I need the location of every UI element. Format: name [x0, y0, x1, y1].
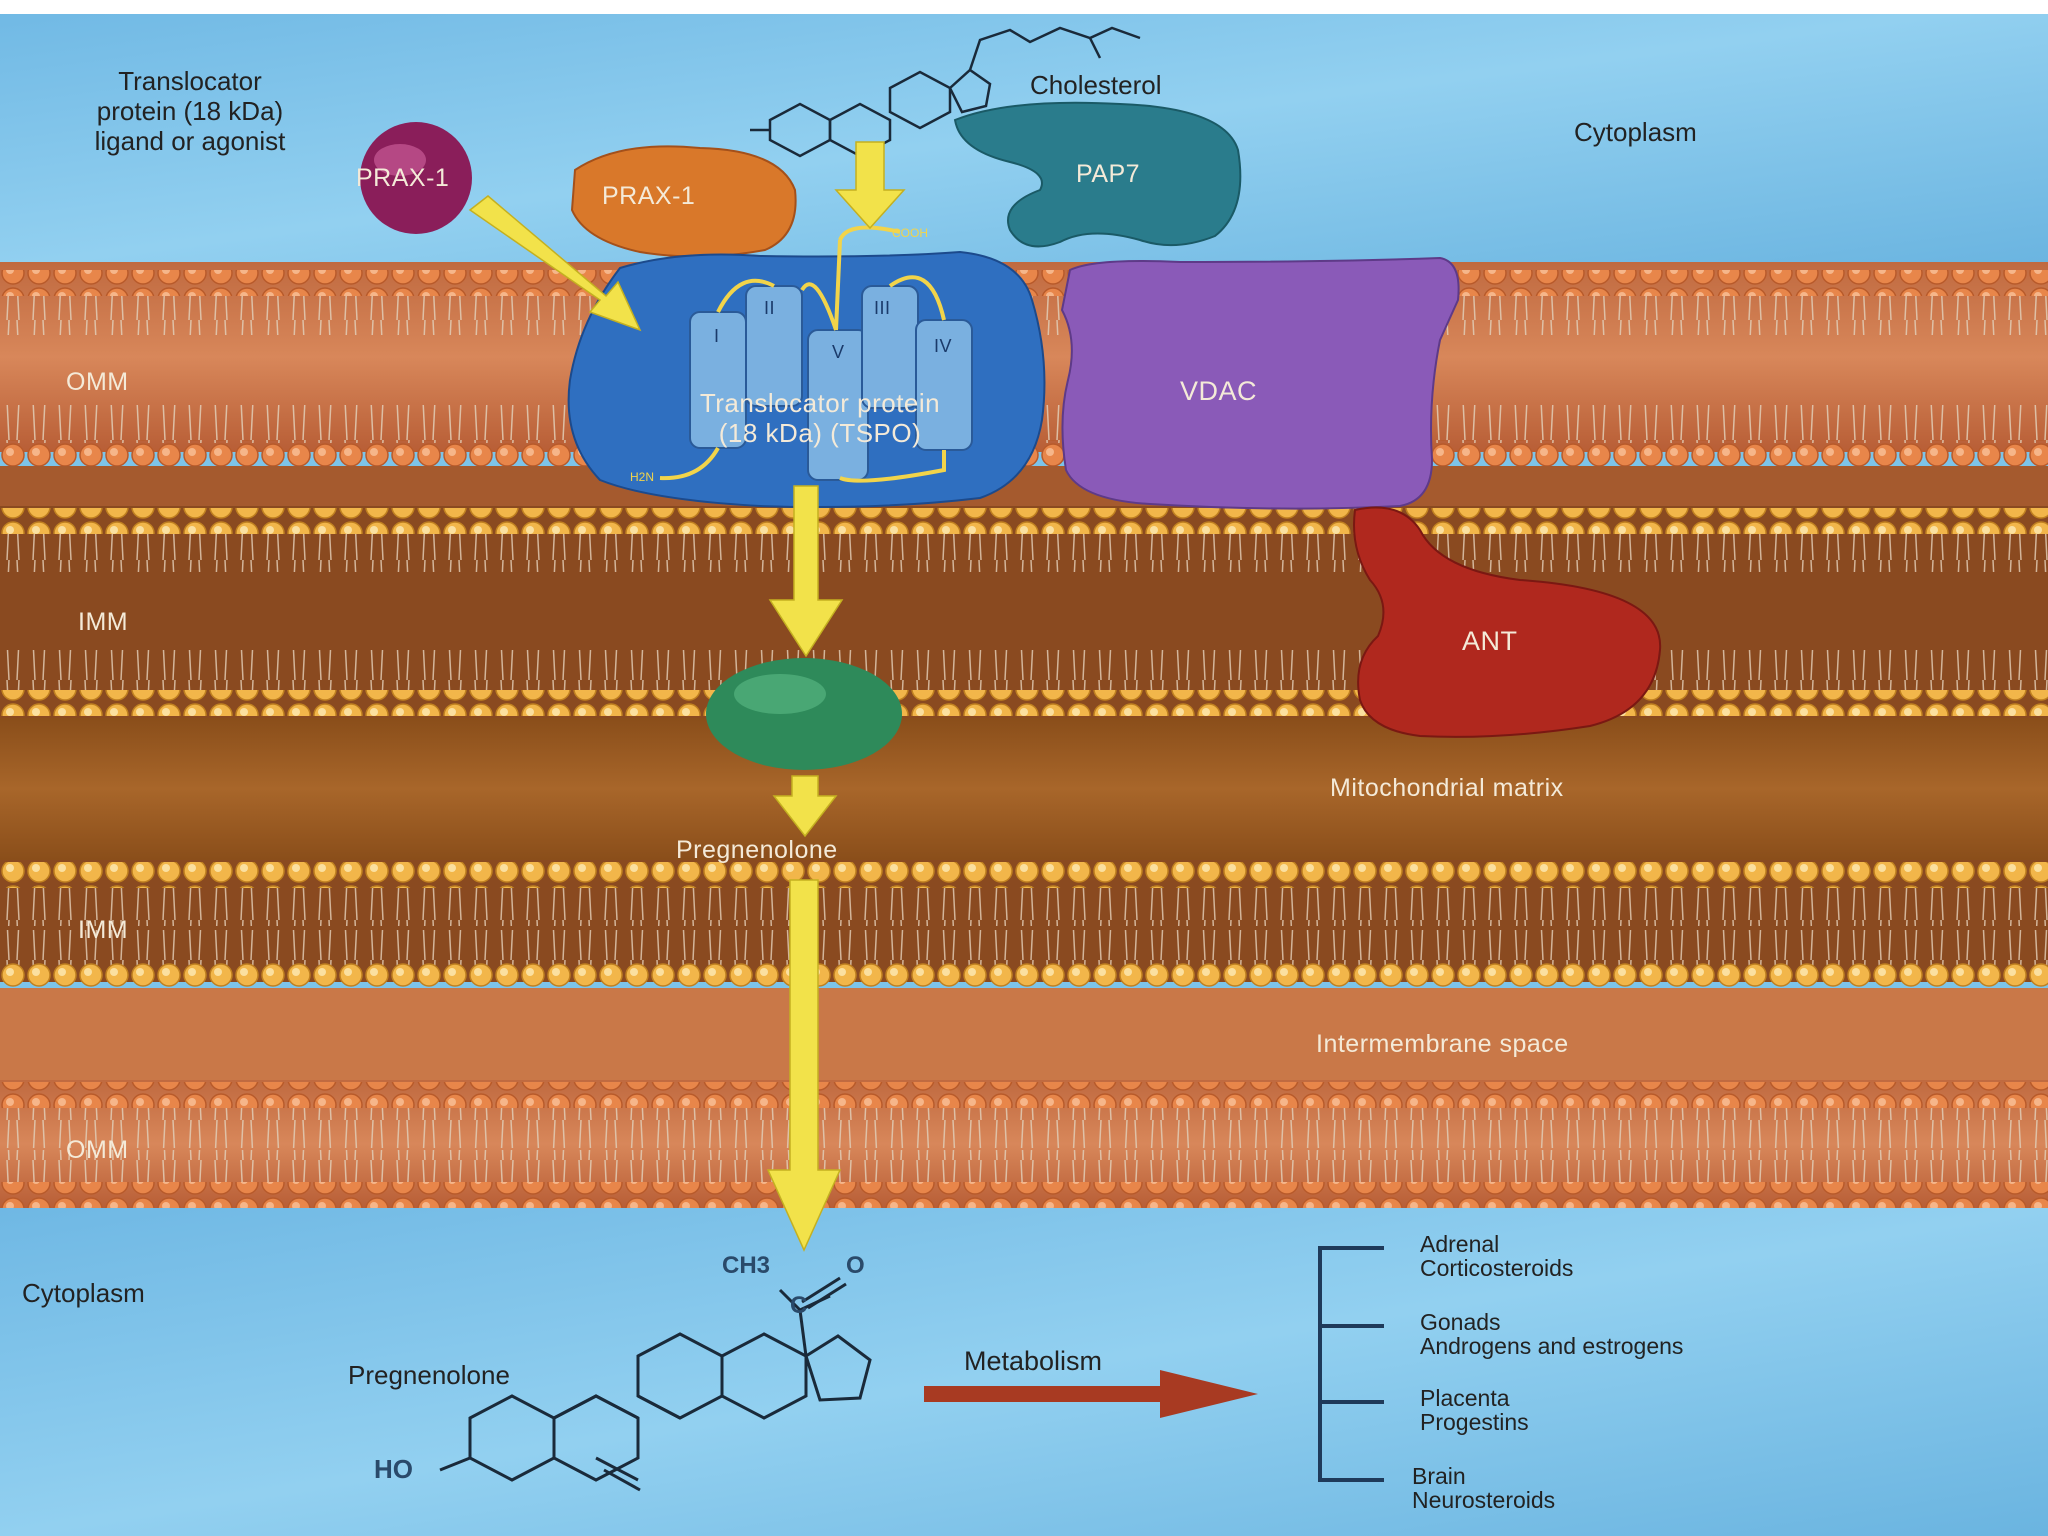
output-organ: Gonads	[1420, 1309, 1501, 1335]
output-product: Corticosteroids	[1420, 1255, 1574, 1281]
cytoplasm-top-label: Cytoplasm	[1574, 117, 1697, 147]
intermembrane-label: Intermembrane space	[1316, 1030, 1569, 1058]
nh2-label: H2N	[630, 470, 655, 484]
output-item: Brain Neurosteroids	[1412, 1464, 1555, 1512]
enzyme-sphere	[706, 658, 902, 770]
cholesterol-arrow	[834, 141, 906, 230]
prax1-blob	[570, 145, 797, 258]
cytoplasm-bottom-label: Cytoplasm	[22, 1278, 145, 1308]
output-item: Adrenal Corticosteroids	[1420, 1232, 1573, 1280]
tspo-line-1: Translocator protein	[699, 388, 941, 418]
output-bracket	[1318, 1246, 1384, 1482]
enzyme-to-pregnenolone-arrow	[772, 775, 838, 838]
ant-label: ANT	[1462, 626, 1518, 656]
omm-bottom-label: OMM	[66, 1136, 129, 1164]
output-organ: Brain	[1412, 1463, 1466, 1489]
o-atom-label: O	[846, 1252, 865, 1279]
output-organ: Placenta	[1420, 1385, 1510, 1411]
pap7-label: PAP7	[1076, 160, 1141, 188]
prax1-ball-label: PRAX-1	[356, 164, 450, 192]
helix-iii: III	[874, 298, 891, 318]
cooh-label: COOH	[892, 226, 928, 240]
matrix-label: Mitochondrial matrix	[1330, 774, 1564, 802]
helix-iv: IV	[934, 336, 953, 356]
pregnenolone-struct-label: Pregnenolone	[348, 1360, 510, 1390]
pap7-protein	[953, 101, 1242, 248]
tspo-label: Translocator protein (18 kDa) (TSPO)	[600, 388, 1040, 448]
prax1-ball	[360, 122, 472, 234]
tspo-ligand-line-3: ligand or agonist	[94, 126, 286, 156]
imm-top-label: IMM	[78, 608, 129, 636]
c-atom-label: C	[790, 1292, 808, 1319]
output-organ: Adrenal	[1420, 1231, 1500, 1257]
tspo-to-matrix-arrow	[768, 485, 844, 658]
ant-protein	[1353, 506, 1662, 738]
helix-ii: II	[764, 298, 776, 318]
vdac-label: VDAC	[1180, 376, 1258, 406]
ch3-label: CH3	[722, 1252, 771, 1279]
pregnenolone-structure	[439, 1276, 872, 1492]
vdac-protein	[1060, 256, 1460, 510]
imm-bottom-label: IMM	[78, 916, 129, 944]
yellow-arrows	[468, 141, 906, 1252]
output-product: Androgens and estrogens	[1420, 1333, 1684, 1359]
cholesterol-label: Cholesterol	[1030, 70, 1162, 100]
output-item: Placenta Progestins	[1420, 1386, 1529, 1434]
tspo-line-2: (18 kDa) (TSPO)	[718, 418, 922, 448]
helix-i: I	[714, 326, 720, 346]
tspo-helices	[689, 285, 973, 481]
output-product: Neurosteroids	[1412, 1487, 1556, 1513]
helix-v: V	[832, 342, 845, 362]
tspo-ligand-label: Translocator protein (18 kDa) ligand or …	[30, 66, 350, 156]
output-product: Progestins	[1420, 1409, 1529, 1435]
metabolism-arrow	[924, 1370, 1258, 1418]
ho-label: HO	[374, 1454, 413, 1484]
tspo-body	[567, 250, 1046, 508]
tspo-loops	[659, 225, 946, 483]
cholesterol-structure	[750, 26, 1141, 158]
prax1-arrow	[468, 195, 642, 332]
metabolism-label: Metabolism	[964, 1346, 1103, 1376]
tspo-ligand-line-2: protein (18 kDa)	[96, 96, 284, 126]
long-export-arrow	[766, 879, 842, 1252]
prax1-blob-label: PRAX-1	[602, 182, 696, 210]
omm-top-label: OMM	[66, 368, 129, 396]
output-item: Gonads Androgens and estrogens	[1420, 1310, 1683, 1358]
pregnenolone-mid-label: Pregnenolone	[676, 836, 838, 864]
tspo-ligand-line-1: Translocator	[118, 66, 262, 96]
